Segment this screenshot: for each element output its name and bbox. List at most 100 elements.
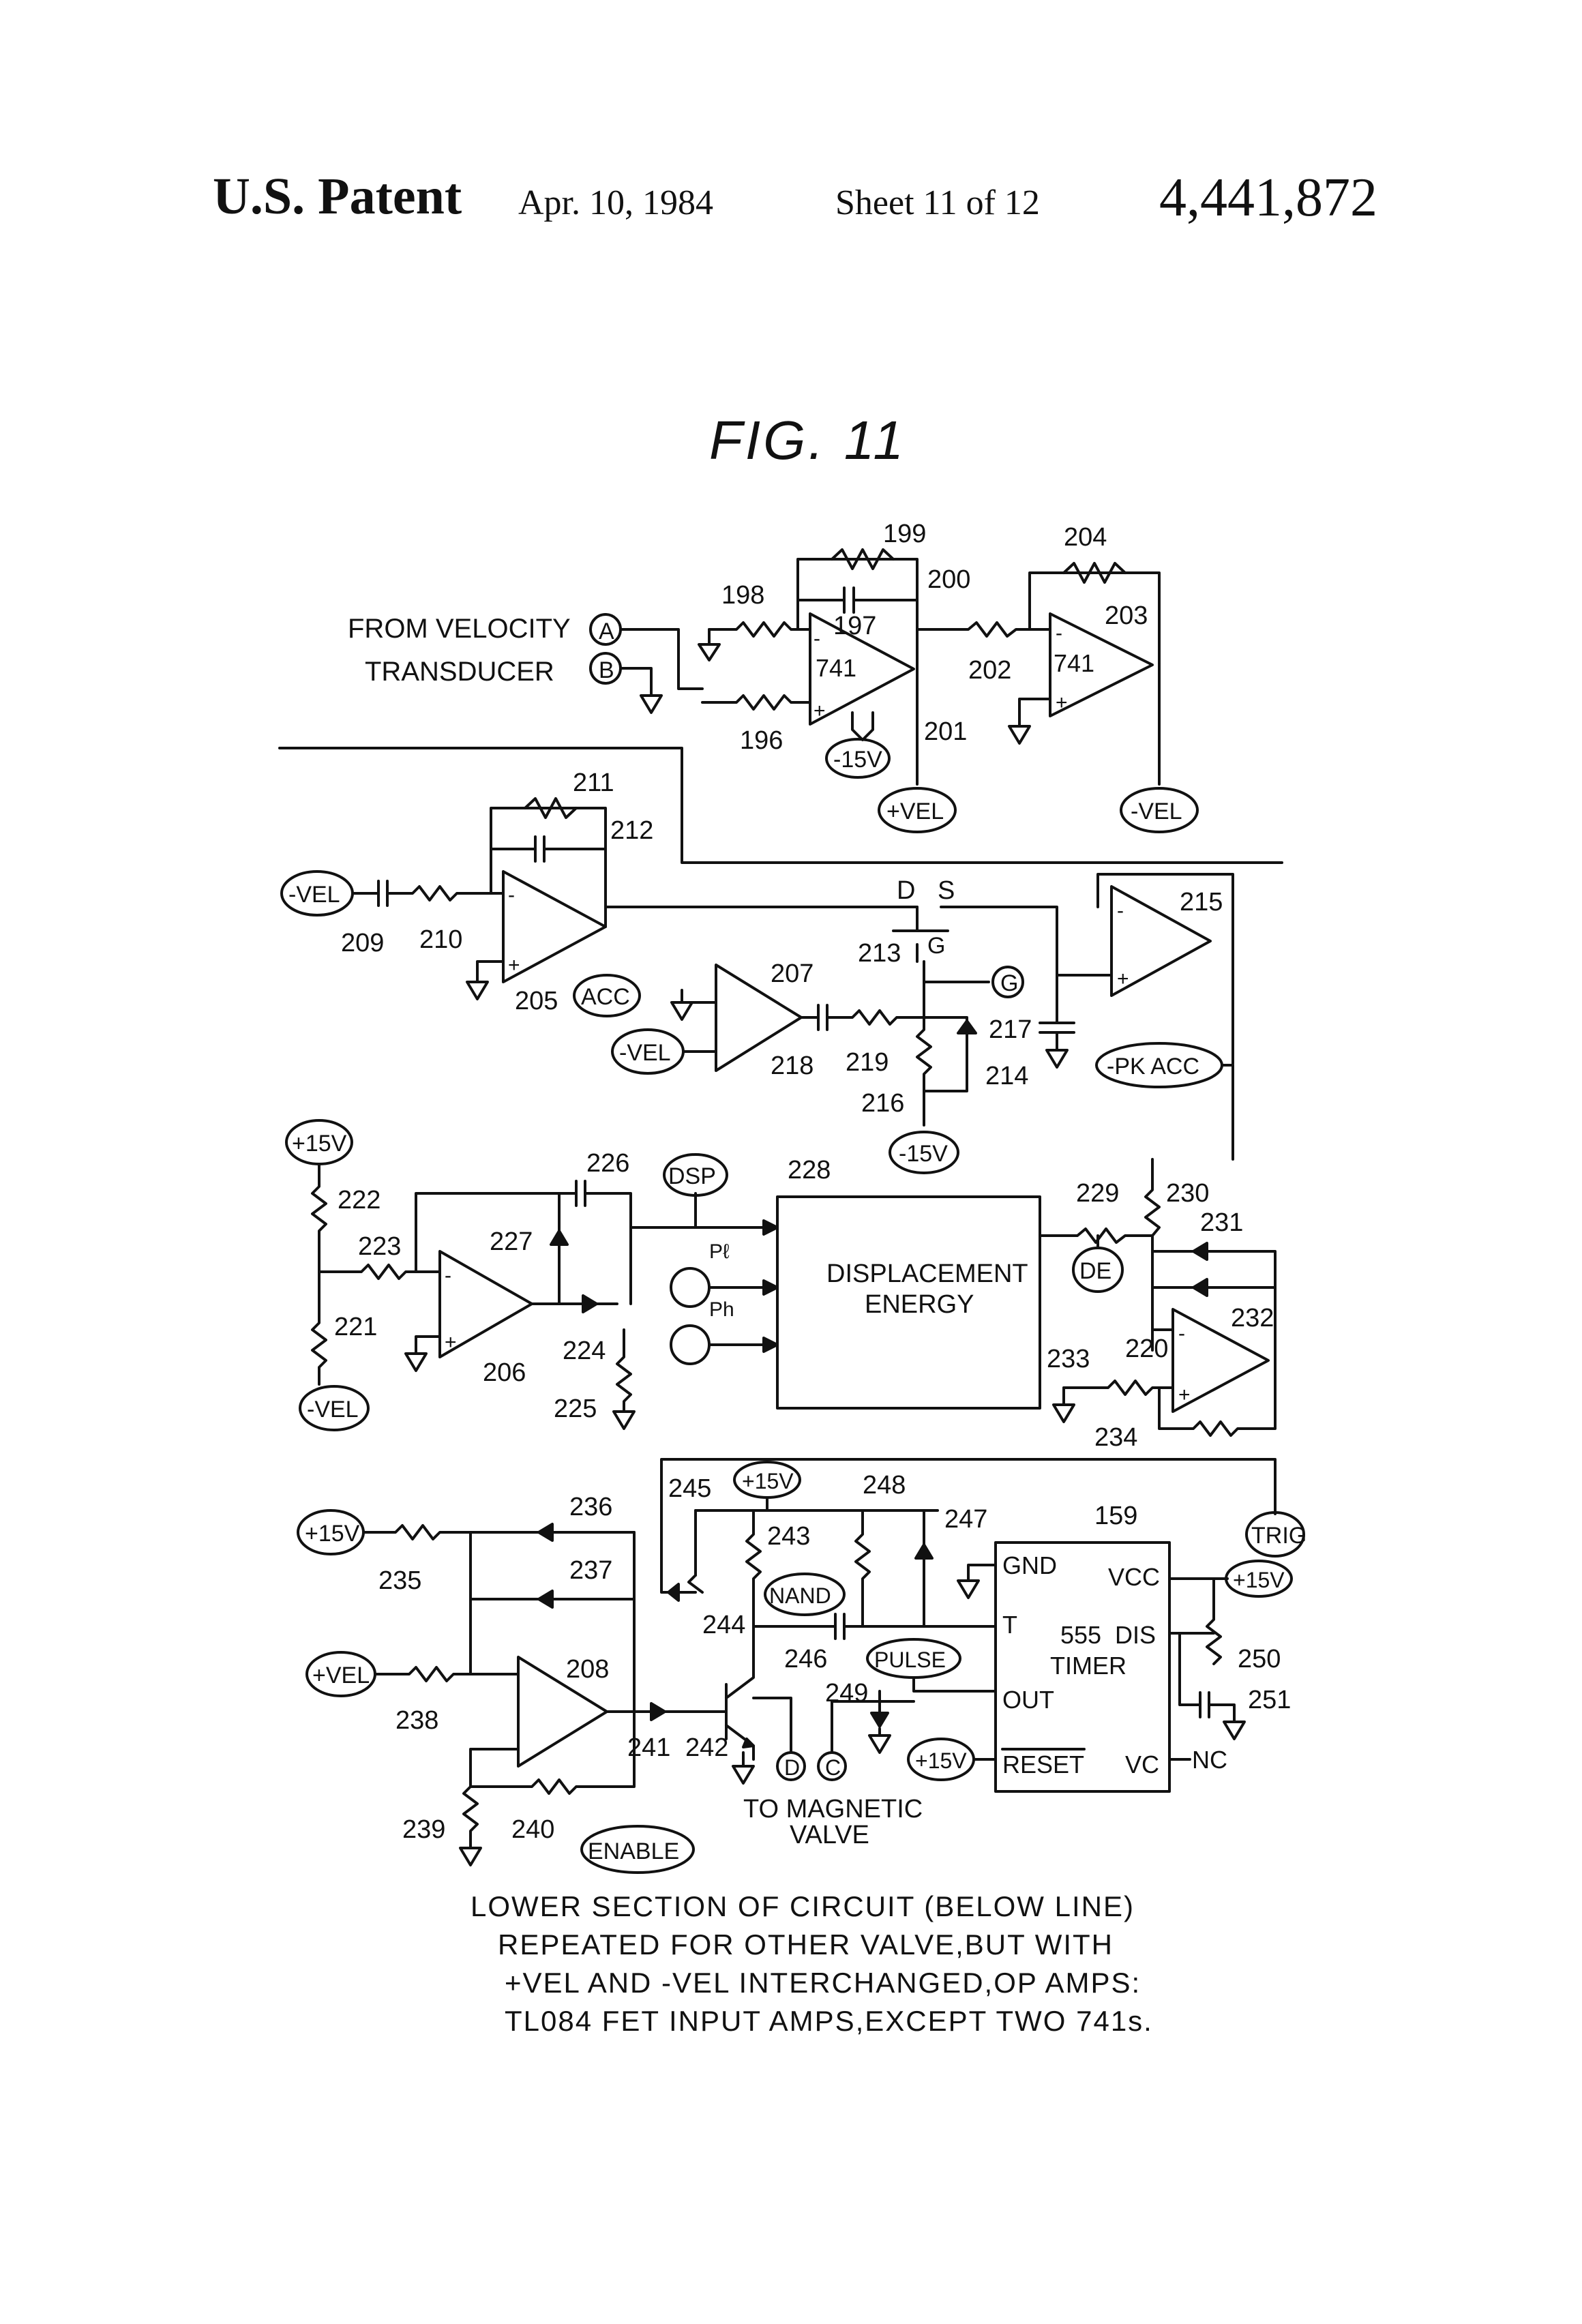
svg-text:NC: NC [1192, 1746, 1227, 1774]
svg-text:218: 218 [771, 1052, 814, 1080]
svg-text:T: T [1002, 1611, 1017, 1639]
svg-text:197: 197 [833, 612, 876, 640]
svg-text:TO MAGNETIC: TO MAGNETIC [743, 1795, 923, 1823]
svg-text:G: G [1000, 970, 1018, 996]
svg-text:210: 210 [419, 925, 462, 954]
svg-text:242: 242 [685, 1733, 728, 1762]
svg-text:Pℓ: Pℓ [709, 1240, 730, 1263]
svg-text:220: 220 [1125, 1335, 1168, 1363]
svg-text:224: 224 [563, 1337, 606, 1365]
svg-text:216: 216 [861, 1089, 904, 1118]
svg-text:ENABLE: ENABLE [588, 1838, 679, 1864]
svg-text:C: C [825, 1755, 841, 1780]
svg-text:D: D [784, 1755, 800, 1780]
svg-text:TRIG: TRIG [1251, 1523, 1307, 1549]
svg-text:235: 235 [378, 1566, 421, 1595]
svg-text:-: - [508, 884, 515, 906]
svg-text:208: 208 [566, 1655, 609, 1684]
svg-text:228: 228 [788, 1156, 831, 1185]
svg-text:205: 205 [515, 987, 558, 1015]
terminal-b-label: B [599, 657, 614, 683]
svg-text:198: 198 [721, 581, 764, 610]
svg-text:+: + [1117, 968, 1129, 990]
svg-text:+: + [445, 1331, 457, 1354]
svg-text:247: 247 [944, 1505, 987, 1534]
svg-text:240: 240 [511, 1815, 554, 1844]
source-label-2: TRANSDUCER [365, 657, 554, 687]
svg-text:-VEL: -VEL [619, 1040, 671, 1066]
note-line-1: LOWER SECTION OF CIRCUIT (BELOW LINE) [471, 1888, 1152, 1926]
svg-text:251: 251 [1248, 1686, 1291, 1714]
svg-text:204: 204 [1064, 523, 1107, 552]
svg-text:D: D [897, 876, 915, 905]
svg-text:230: 230 [1166, 1179, 1209, 1208]
svg-text:238: 238 [395, 1706, 438, 1735]
svg-text:222: 222 [338, 1186, 380, 1215]
svg-text:246: 246 [784, 1645, 827, 1673]
svg-text:203: 203 [1105, 601, 1148, 630]
svg-text:TIMER: TIMER [1050, 1652, 1126, 1680]
svg-text:-VEL: -VEL [307, 1397, 359, 1422]
note-line-4: TL084 FET INPUT AMPS,EXCEPT TWO 741s. [471, 2002, 1152, 2040]
svg-text:NAND: NAND [769, 1583, 831, 1608]
svg-text:DISPLACEMENT: DISPLACEMENT [826, 1260, 1028, 1288]
svg-text:VALVE: VALVE [790, 1821, 869, 1849]
note-line-2: REPEATED FOR OTHER VALVE,BUT WITH [471, 1926, 1152, 1964]
svg-text:ENERGY: ENERGY [865, 1290, 974, 1319]
svg-text:+15V: +15V [742, 1469, 794, 1493]
input-stage: FROM VELOCITY TRANSDUCER A B - + 741 197… [348, 520, 1197, 832]
terminal-a-label: A [599, 619, 614, 644]
svg-text:249: 249 [825, 1679, 868, 1708]
svg-text:555: 555 [1060, 1621, 1101, 1649]
source-label-1: FROM VELOCITY [348, 614, 571, 644]
svg-text:Ph: Ph [709, 1298, 734, 1321]
svg-text:ACC: ACC [581, 984, 630, 1010]
svg-text:VC: VC [1125, 1751, 1159, 1778]
svg-text:231: 231 [1200, 1208, 1243, 1237]
svg-text:+15V: +15V [305, 1521, 360, 1547]
figure-note: LOWER SECTION OF CIRCUIT (BELOW LINE) RE… [471, 1888, 1152, 2040]
svg-text:241: 241 [627, 1733, 670, 1762]
svg-text:233: 233 [1047, 1345, 1090, 1373]
op-amp-197-label: 741 [816, 654, 856, 682]
accel-stage: -VEL 209 210 - + 211 212 205 ACC D S G 2… [282, 769, 1233, 1173]
svg-text:225: 225 [554, 1395, 597, 1423]
svg-text:245: 245 [668, 1474, 711, 1503]
svg-text:232: 232 [1231, 1304, 1274, 1332]
svg-text:229: 229 [1076, 1179, 1119, 1208]
svg-text:234: 234 [1094, 1423, 1137, 1452]
terminal-p-l [671, 1268, 709, 1307]
svg-text:223: 223 [358, 1232, 401, 1261]
svg-text:206: 206 [483, 1358, 526, 1387]
svg-text:OUT: OUT [1002, 1686, 1054, 1714]
svg-text:+: + [1056, 691, 1068, 714]
svg-text:236: 236 [569, 1493, 612, 1521]
svg-text:244: 244 [702, 1611, 745, 1639]
svg-text:215: 215 [1180, 888, 1223, 917]
op-amp-203-label: 741 [1054, 649, 1094, 677]
svg-text:+: + [508, 954, 520, 977]
svg-text:227: 227 [490, 1227, 533, 1256]
svg-text:DSP: DSP [668, 1163, 716, 1189]
svg-text:211: 211 [573, 769, 614, 797]
svg-text:-VEL: -VEL [1131, 799, 1182, 824]
displacement-stage: +15V 222 221 -VEL 223 - + 206 226 227 22… [286, 1120, 1275, 1452]
svg-text:200: 200 [927, 565, 970, 594]
note-line-3: +VEL AND -VEL INTERCHANGED,OP AMPS: [471, 1964, 1152, 2002]
svg-text:+15V: +15V [915, 1748, 967, 1773]
svg-text:-15V: -15V [833, 747, 882, 773]
svg-text:217: 217 [989, 1015, 1032, 1044]
svg-text:212: 212 [610, 816, 653, 845]
terminal-p-h [671, 1326, 709, 1364]
svg-text:-: - [445, 1264, 451, 1287]
svg-text:-PK ACC: -PK ACC [1107, 1054, 1199, 1079]
svg-text:GND: GND [1002, 1551, 1057, 1579]
svg-text:+15V: +15V [1233, 1568, 1285, 1592]
svg-text:239: 239 [402, 1815, 445, 1844]
svg-text:213: 213 [858, 939, 901, 968]
svg-text:248: 248 [863, 1471, 906, 1500]
svg-text:-15V: -15V [899, 1141, 948, 1167]
svg-text:+: + [1178, 1384, 1191, 1406]
svg-text:199: 199 [883, 520, 926, 548]
svg-text:S: S [938, 876, 955, 905]
